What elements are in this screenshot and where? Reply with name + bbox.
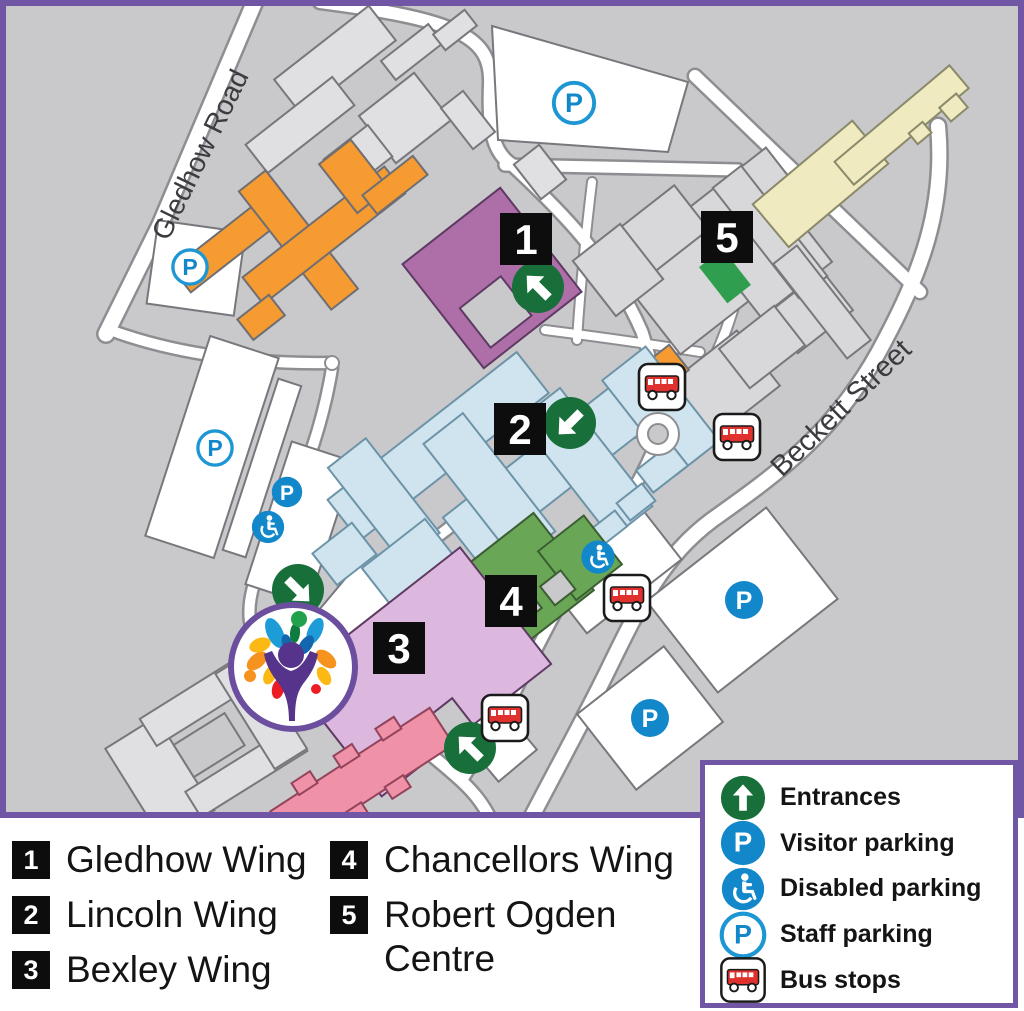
legend-item-lincoln-wing: 2 Lincoln Wing bbox=[12, 893, 312, 937]
hospital-logo bbox=[228, 602, 358, 732]
campus-map-svg: Gledhow Road Beckett Street P P P P P P bbox=[6, 6, 1018, 812]
entrance-icon bbox=[720, 775, 766, 820]
svg-text:2: 2 bbox=[508, 406, 531, 453]
legend-label: Robert Ogden Centre bbox=[384, 894, 617, 979]
legend-item-bexley-wing: 3 Bexley Wing bbox=[12, 948, 312, 992]
legend-number-4: 4 bbox=[330, 841, 368, 879]
rose-building bbox=[268, 706, 456, 812]
legend-column-2: 4 Chancellors Wing 5 Robert Ogden Centre bbox=[330, 838, 675, 981]
building-marker-1: 1 bbox=[500, 213, 552, 265]
legend-label: Lincoln Wing bbox=[66, 894, 278, 935]
visitor-parking-icon: P bbox=[720, 821, 766, 866]
svg-text:P: P bbox=[734, 919, 752, 949]
gray-buildings bbox=[103, 6, 873, 812]
key-label: Staff parking bbox=[780, 920, 933, 949]
legend-label: Gledhow Wing bbox=[66, 839, 307, 880]
key-row-disabled-parking: Disabled parking bbox=[719, 867, 1013, 911]
disabled-parking-icon bbox=[719, 865, 767, 913]
cream-building bbox=[751, 63, 971, 249]
campus-map: Gledhow Road Beckett Street P P P P P P bbox=[0, 0, 1024, 818]
building-marker-4: 4 bbox=[485, 575, 537, 627]
staff-parking-icon: P bbox=[719, 911, 767, 959]
key-row-staff-parking: P Staff parking bbox=[719, 913, 1013, 957]
key-label: Entrances bbox=[780, 783, 901, 812]
svg-text:P: P bbox=[207, 435, 222, 461]
legend-column-1: 1 Gledhow Wing 2 Lincoln Wing 3 Bexley W… bbox=[12, 838, 312, 992]
orange-buildings bbox=[170, 138, 691, 389]
legend-item-robert-ogden-centre: 5 Robert Ogden Centre bbox=[330, 893, 675, 981]
svg-text:1: 1 bbox=[514, 216, 537, 263]
building-numbers: 1 2 3 4 5 bbox=[373, 211, 753, 674]
legend-item-chancellors-wing: 4 Chancellors Wing bbox=[330, 838, 675, 882]
legend-item-gledhow-wing: 1 Gledhow Wing bbox=[12, 838, 312, 882]
legend-label: Chancellors Wing bbox=[384, 839, 674, 880]
bus-stop-icon bbox=[720, 957, 766, 1004]
svg-text:P: P bbox=[565, 88, 583, 118]
svg-text:3: 3 bbox=[387, 625, 410, 672]
building-marker-2: 2 bbox=[494, 403, 546, 455]
key-label: Bus stops bbox=[780, 965, 901, 994]
bus-stop-icon bbox=[480, 693, 530, 743]
bus-stop-icon bbox=[712, 412, 762, 462]
disabled-parking-icon bbox=[579, 538, 617, 576]
svg-text:4: 4 bbox=[499, 578, 523, 625]
logo-tree bbox=[244, 611, 337, 721]
disabled-parking-icon bbox=[250, 509, 286, 545]
svg-text:P: P bbox=[736, 587, 753, 615]
building-marker-3: 3 bbox=[373, 622, 425, 674]
bus-stop-icon bbox=[637, 362, 687, 412]
svg-text:P: P bbox=[734, 827, 752, 858]
svg-text:P: P bbox=[182, 254, 197, 280]
legend-label: Bexley Wing bbox=[66, 949, 272, 990]
legend-number-5: 5 bbox=[330, 896, 368, 934]
roundabout bbox=[324, 355, 680, 456]
legend-number-3: 3 bbox=[12, 951, 50, 989]
bus-stop-icon bbox=[602, 573, 652, 623]
building-marker-5: 5 bbox=[701, 211, 753, 263]
svg-text:5: 5 bbox=[715, 214, 738, 261]
legend-number-2: 2 bbox=[12, 896, 50, 934]
key-row-bus-stops: Bus stops bbox=[719, 957, 1013, 1004]
legend-number-1: 1 bbox=[12, 841, 50, 879]
parking-icons: P P P P P P bbox=[171, 80, 763, 737]
map-key: Entrances P Visitor parking Disabled par… bbox=[700, 760, 1018, 1008]
key-label: Visitor parking bbox=[780, 828, 955, 857]
svg-text:P: P bbox=[642, 705, 659, 733]
svg-text:P: P bbox=[280, 482, 294, 505]
key-row-entrances: Entrances bbox=[719, 775, 1013, 820]
key-label: Disabled parking bbox=[780, 874, 982, 903]
key-row-visitor-parking: P Visitor parking bbox=[719, 821, 1013, 866]
